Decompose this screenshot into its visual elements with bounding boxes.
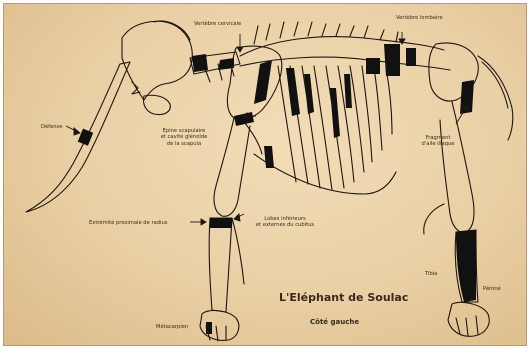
found-tusk-piece [78, 129, 93, 146]
skull-outline-back [154, 21, 190, 40]
tail [478, 56, 513, 140]
label-fragment-line2: d'aile iliaque [408, 141, 468, 147]
femur [440, 102, 474, 232]
label-vertebre-cervicale: Vertèbre cervicale [194, 21, 241, 27]
chest-line [254, 154, 396, 194]
found-glenoid [234, 112, 254, 126]
jaw [143, 95, 170, 114]
panel-title: L'Eléphant de Soulac [279, 291, 439, 304]
found-metacarpal [206, 322, 212, 334]
found-scapula [254, 60, 272, 104]
hind-foot [448, 302, 489, 336]
label-vertebre-lombaire: Vertèbre lombaire [396, 15, 443, 21]
label-fragment-aile-iliaque: Fragment d'aile iliaque [408, 135, 468, 148]
label-defense: Défense [41, 124, 62, 130]
label-epine-scapulaire: Epine scapulaire et cavité glénoïde de l… [144, 128, 224, 147]
front-foot [200, 311, 239, 341]
label-perone: Péroné [483, 286, 501, 292]
found-radius-end [210, 218, 232, 228]
exhibit-panel: Vertèbre cervicale Vertèbre lombaire Déf… [3, 3, 527, 346]
hind-knee [424, 204, 444, 234]
scapula [227, 46, 281, 120]
label-lobes-line2: et externes du cubitus [240, 222, 330, 228]
label-lobes-cubitus: Lobes inférieurs et externes du cubitus [240, 216, 330, 229]
tusk [26, 62, 130, 212]
forearm [209, 218, 232, 312]
panel-subtitle: Côté gauche [310, 318, 430, 326]
label-epine-line3: de la scapula [144, 141, 224, 147]
label-tibia: Tibia [425, 271, 437, 277]
label-metacarpien: Métacarpien [156, 324, 188, 330]
label-extremite-radius: Extrémité proximale de radius [89, 220, 167, 226]
skull [122, 21, 192, 100]
elephant-skeleton-drawing [4, 4, 526, 345]
found-neck-vertebra [192, 54, 208, 72]
